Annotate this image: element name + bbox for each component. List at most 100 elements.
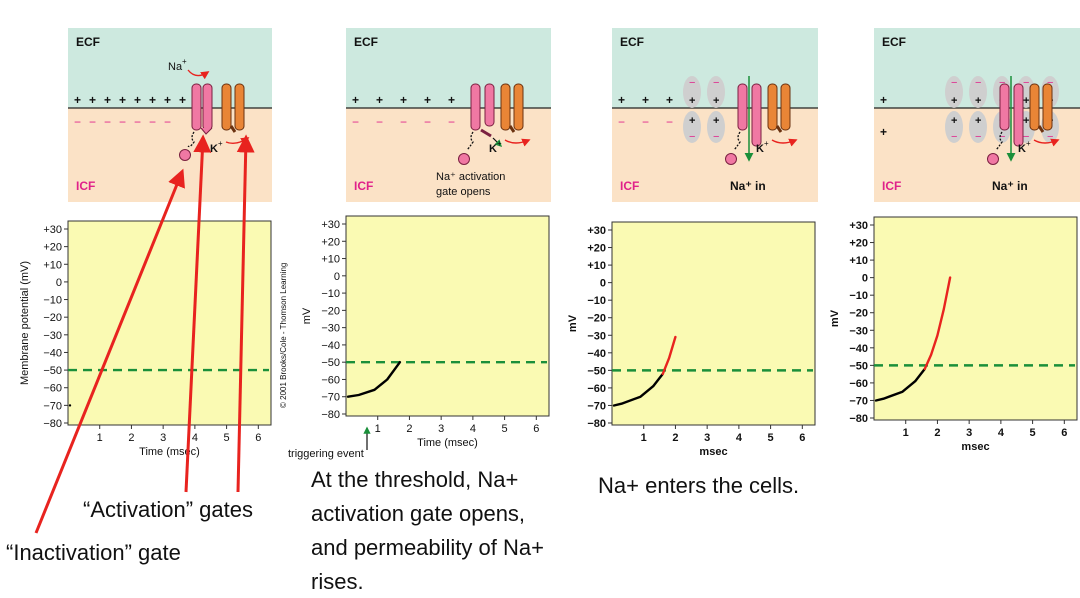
minus-sign: −	[713, 77, 719, 89]
y-tick-label: −50	[587, 365, 606, 377]
plus-sign: +	[424, 93, 431, 107]
inactivation-chain	[733, 131, 741, 151]
x-tick-label: 4	[192, 432, 198, 444]
k-efflux-arrow	[504, 138, 531, 147]
minus-sign: −	[134, 115, 141, 129]
na-arrow	[187, 69, 210, 80]
y-tick-label: +30	[321, 219, 340, 231]
minus-sign: −	[164, 115, 171, 129]
plus-sign: +	[642, 93, 649, 107]
k-channel-subunit	[1042, 83, 1053, 131]
y-tick-label: +20	[849, 238, 868, 250]
y-tick-label: −50	[321, 357, 340, 369]
na-channel-subunit	[999, 83, 1010, 131]
x-tick-label: 6	[799, 432, 805, 444]
y-tick-label: +10	[849, 255, 868, 267]
plus-sign: +	[164, 93, 171, 107]
y-tick-label: −70	[849, 395, 868, 407]
minus-sign: −	[1047, 131, 1053, 143]
x-tick-label: 1	[375, 423, 381, 435]
copyright-text: © 2001 Brooks/Cole - Thomson Learning	[279, 262, 288, 408]
k-gate	[229, 125, 237, 133]
plus-sign: +	[352, 93, 359, 107]
na-channel-subunit	[1013, 83, 1024, 147]
y-tick-label: +20	[321, 236, 340, 248]
y-tick-label: −20	[321, 305, 340, 317]
y-tick-label: −10	[321, 288, 340, 300]
y-tick-label: −50	[43, 365, 62, 377]
ecf-label: ECF	[354, 35, 378, 49]
x-tick-label: 6	[1061, 427, 1067, 439]
plus-sign: +	[74, 93, 81, 107]
y-tick-label: 0	[334, 271, 340, 283]
k-efflux-arrow	[1033, 138, 1060, 147]
activation-arrow-1	[184, 134, 212, 493]
threshold-caption-line-1: At the threshold, Na+	[311, 467, 519, 492]
k-ion-sup: +	[497, 139, 502, 148]
plot-area	[67, 220, 272, 426]
activation-gate	[200, 127, 213, 135]
minus-sign: −	[1023, 131, 1029, 143]
k-channel-subunit	[500, 83, 511, 131]
k-channel	[221, 83, 245, 133]
ion-cloud	[945, 76, 963, 108]
minus-sign: −	[1023, 77, 1029, 89]
y-tick-label: −40	[587, 348, 606, 360]
y-axis-label: mV	[829, 309, 841, 327]
minus-sign: −	[376, 115, 383, 129]
y-tick-label: 0	[56, 277, 62, 289]
x-tick-label: 5	[768, 432, 774, 444]
y-tick-label: −80	[43, 418, 62, 430]
threshold-caption-line-2: activation gate opens,	[311, 501, 526, 526]
plot-area	[345, 215, 550, 417]
minus-sign: −	[999, 131, 1005, 143]
k-channel-subunit	[513, 83, 524, 131]
inactivation-gate-annotation: “Inactivation” gate	[6, 540, 181, 565]
na-channel-subunit	[191, 83, 202, 131]
plus-sign: +	[689, 115, 695, 127]
k-efflux-arrow	[771, 138, 798, 147]
inactivation-arrow	[34, 168, 185, 534]
plus-sign: +	[1023, 115, 1029, 127]
plus-sign: +	[179, 93, 186, 107]
y-tick-label: −10	[43, 295, 62, 307]
x-axis-label: Time (msec)	[417, 437, 478, 449]
x-tick-label: 4	[736, 432, 743, 444]
na-channel	[987, 76, 1024, 165]
k-ion-label: K	[210, 143, 218, 155]
inactivation-ball	[179, 149, 191, 161]
y-tick-label: −10	[849, 290, 868, 302]
plus-sign: +	[951, 115, 957, 127]
plus-sign: +	[880, 125, 887, 139]
ion-cloud	[707, 76, 725, 108]
minus-sign: −	[104, 115, 111, 129]
plus-sign: +	[975, 115, 981, 127]
k-ion-label: K	[1018, 143, 1026, 155]
na-channel-subunit	[484, 83, 495, 127]
y-tick-label: +20	[587, 243, 606, 255]
y-tick-label: −80	[587, 418, 606, 430]
plus-sign: +	[1023, 95, 1029, 107]
plus-sign: +	[104, 93, 111, 107]
minus-sign: −	[951, 131, 957, 143]
minus-sign: −	[975, 131, 981, 143]
k-ion-label: K	[489, 143, 497, 155]
inactivation-chain	[995, 131, 1003, 151]
x-tick-label: 5	[1030, 427, 1036, 439]
x-tick-label: 2	[406, 423, 412, 435]
minus-sign: −	[666, 115, 673, 129]
k-ion-sup: +	[764, 139, 769, 148]
k-channel	[1029, 83, 1053, 133]
plus-sign: +	[618, 93, 625, 107]
y-tick-label: +10	[321, 254, 340, 266]
plus-sign: +	[119, 93, 126, 107]
y-tick-label: −80	[321, 409, 340, 421]
minus-sign: −	[149, 115, 156, 129]
plus-sign: +	[134, 93, 141, 107]
